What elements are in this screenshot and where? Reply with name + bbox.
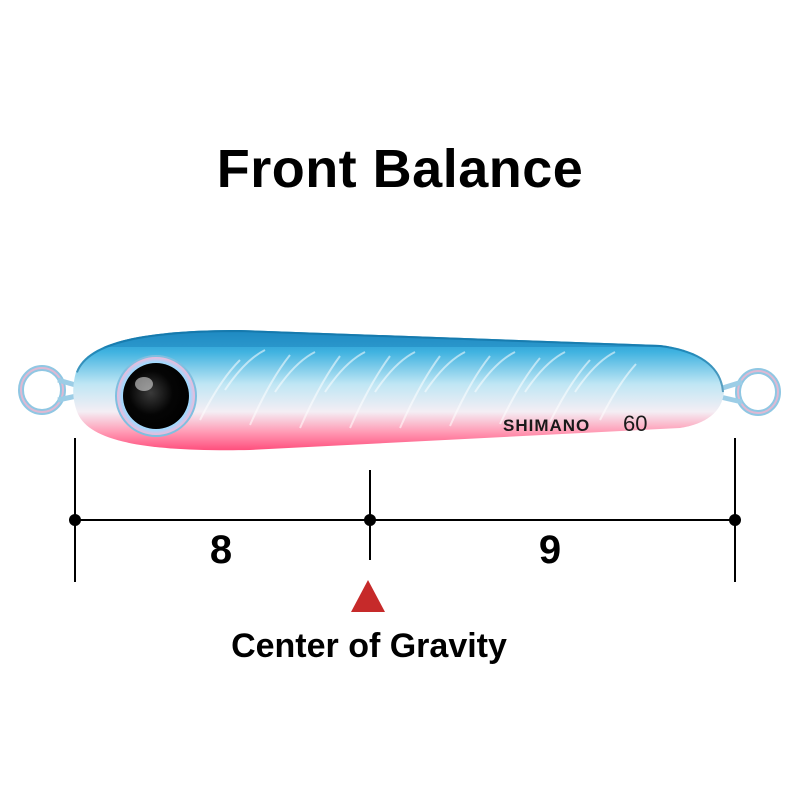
center-of-gravity-label: Center of Gravity — [231, 627, 507, 665]
lure-brand-text: SHIMANO — [503, 416, 590, 435]
dimension-lines — [74, 438, 736, 582]
lure-body: SHIMANO 60 — [73, 330, 724, 451]
cog-dimension-point — [364, 514, 376, 526]
front-dimension-point — [69, 514, 81, 526]
rear-length-label: 9 — [538, 528, 562, 572]
center-of-gravity-marker-icon — [351, 580, 385, 612]
rear-split-ring — [715, 368, 781, 416]
rear-dimension-point — [729, 514, 741, 526]
front-length-label: 8 — [209, 528, 233, 572]
page-title: Front Balance — [216, 139, 584, 199]
lure-eye-icon — [115, 355, 197, 437]
lure-size-text: 60 — [623, 411, 647, 436]
